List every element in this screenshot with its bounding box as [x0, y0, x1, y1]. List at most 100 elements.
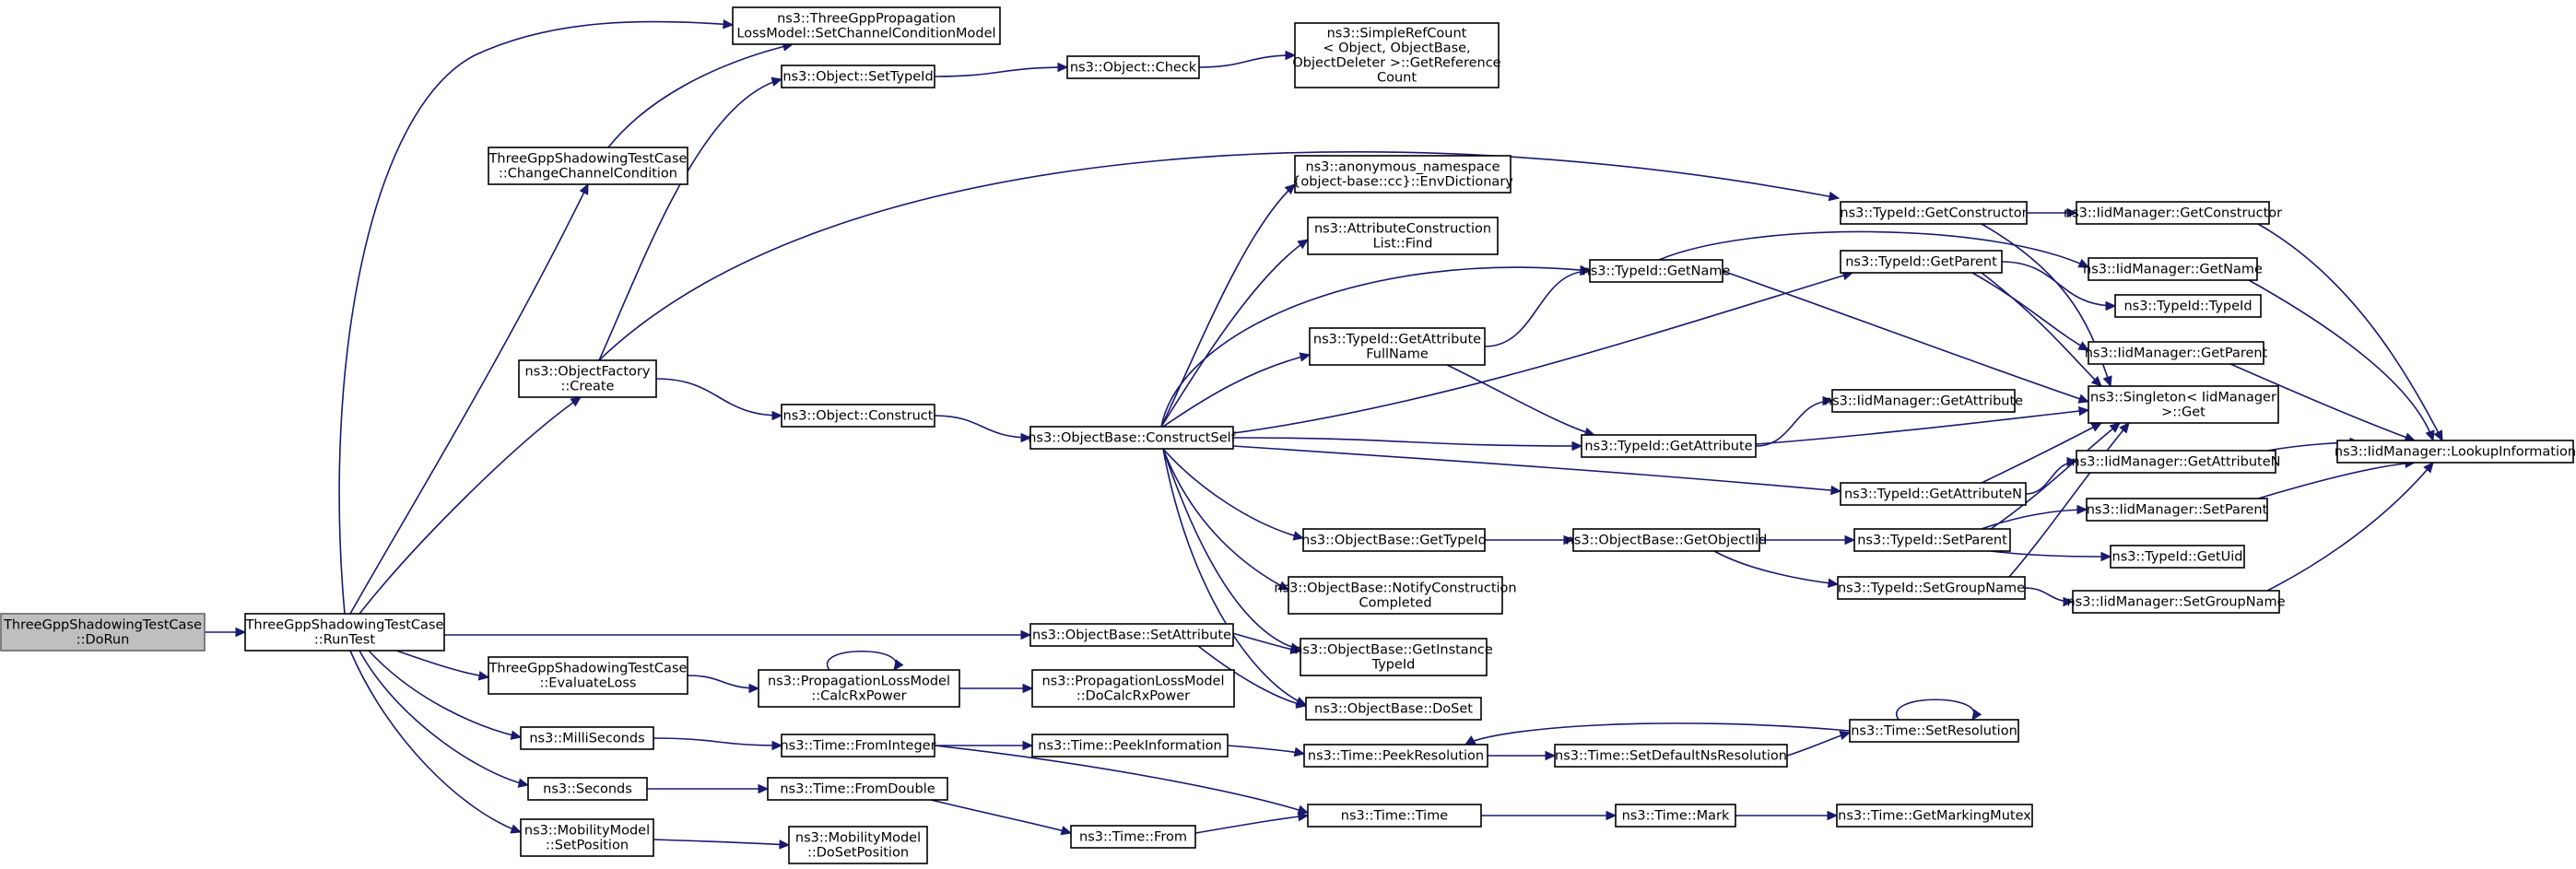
node-box	[1302, 528, 1486, 552]
node-n39[interactable]: ns3::PropagationLossModel::DoCalcRxPower	[1031, 669, 1235, 708]
edge-n3-n2	[607, 41, 794, 148]
node-n53[interactable]: ns3::MobilityModel::DoSetPosition	[788, 826, 928, 864]
node-n48[interactable]: ns3::Time::From	[1070, 825, 1196, 849]
node-n13[interactable]: ns3::ObjectBase::ConstructSelf	[1028, 426, 1237, 450]
node-n37[interactable]: ThreeGppShadowingTestCase::EvaluateLoss	[488, 656, 688, 695]
node-n2[interactable]: ns3::ThreeGppPropagationLossModel::SetCh…	[732, 6, 1001, 45]
node-n7[interactable]: ns3::SimpleRefCount< Object, ObjectBase,…	[1292, 22, 1501, 88]
node-n42[interactable]: ns3::Time::PeekInformation	[1031, 734, 1229, 757]
node-n52[interactable]: ns3::MobilityModel::SetPosition	[520, 818, 654, 857]
edge-line	[1895, 699, 1976, 721]
node-n23[interactable]: ns3::IidManager::GetAttribute	[1824, 389, 2023, 413]
edge-line	[1755, 409, 2089, 445]
node-box	[1831, 389, 2016, 413]
node-n49[interactable]: ns3::Time::Time	[1307, 804, 1482, 828]
edge-n28-n10	[1990, 422, 2121, 530]
node-n25[interactable]: ns3::IidManager::GetAttributeN	[2071, 450, 2281, 474]
node-n36[interactable]: ns3::ObjectBase::DoSet	[1305, 697, 1482, 721]
node-box	[758, 669, 960, 708]
node-label: Completed	[1359, 596, 1431, 611]
arrowhead-icon	[477, 671, 490, 681]
arrowhead-icon	[1298, 811, 1310, 822]
node-n9[interactable]: ns3::IidManager::GetConstructor	[2064, 201, 2282, 225]
edge-n13-n14	[1160, 183, 1296, 428]
node-n28[interactable]: ns3::TypeId::SetParent	[1853, 528, 2011, 552]
node-n32[interactable]: ns3::IidManager::SetGroupName	[2066, 590, 2286, 614]
node-box	[1294, 155, 1511, 194]
node-n11[interactable]: ns3::IidManager::LookupInformation	[2335, 440, 2576, 464]
edge-line	[1198, 54, 1296, 68]
node-label: ns3::AttributeConstruction	[1314, 222, 1491, 237]
node-n40[interactable]: ns3::MilliSeconds	[520, 726, 654, 750]
edge-line	[598, 151, 1840, 361]
node-label: ns3::TypeId::TypeId	[2123, 299, 2252, 314]
arrowhead-icon	[2090, 375, 2102, 387]
node-n46[interactable]: ns3::Seconds	[527, 777, 648, 801]
arrowhead-icon	[2109, 422, 2121, 433]
node-n6[interactable]: ns3::Object::Check	[1066, 55, 1200, 79]
node-n43[interactable]: ns3::Time::PeekResolution	[1303, 744, 1488, 768]
node-n20[interactable]: ns3::TypeId::TypeId	[2114, 294, 2262, 318]
node-box	[2076, 450, 2276, 474]
node-label: ns3::Time::GetMarkingMutex	[1838, 809, 2031, 824]
edge-line	[1755, 400, 1833, 447]
node-n27[interactable]: ns3::ObjectBase::GetObjectIid	[1566, 528, 1768, 552]
node-n50[interactable]: ns3::Time::Mark	[1615, 804, 1736, 828]
node-n5[interactable]: ns3::Object::SetTypeId	[781, 65, 935, 88]
node-box	[1029, 426, 1234, 450]
edge-line	[1162, 448, 1307, 706]
edge-line	[395, 650, 489, 678]
arrowhead-icon	[1022, 683, 1034, 694]
node-n51[interactable]: ns3::Time::GetMarkingMutex	[1836, 804, 2033, 828]
node-box	[1066, 55, 1200, 79]
edge-n17-n18	[1658, 230, 2090, 268]
edge-line	[2257, 223, 2443, 441]
node-label: ::CalcRxPower	[811, 689, 906, 704]
node-n19[interactable]: ns3::TypeId::GetParent	[1840, 250, 2003, 274]
node-n3[interactable]: ThreeGppShadowingTestCase::ChangeChannel…	[488, 147, 688, 185]
node-label: ThreeGppShadowingTestCase	[245, 618, 444, 633]
node-n10[interactable]: ns3::Singleton< IidManager>::Get	[2088, 385, 2279, 424]
node-n41[interactable]: ns3::Time::FromInteger	[780, 734, 936, 757]
node-n29[interactable]: ns3::IidManager::SetParent	[2086, 498, 2268, 522]
node-n4[interactable]: ns3::ObjectFactory::Create	[518, 359, 657, 398]
edge-n24-n25	[2025, 456, 2078, 495]
node-n33[interactable]: ns3::ObjectBase::NotifyConstructionCompl…	[1274, 576, 1517, 615]
node-box	[1305, 697, 1482, 721]
node-n30[interactable]: ns3::TypeId::GetUid	[2110, 545, 2245, 569]
edge-n1-n40	[368, 650, 523, 740]
node-n44[interactable]: ns3::Time::SetDefaultNsResolution	[1554, 744, 1788, 768]
edge-line	[826, 650, 898, 671]
edge-line	[1981, 223, 2111, 387]
node-label: ns3::Time::FromInteger	[780, 739, 935, 754]
node-n34[interactable]: ns3::ObjectBase::SetAttribute	[1029, 623, 1234, 647]
node-label: >::Get	[2161, 405, 2205, 420]
node-box	[781, 734, 935, 757]
node-n31[interactable]: ns3::TypeId::SetGroupName	[1837, 576, 2026, 600]
node-n38[interactable]: ns3::PropagationLossModel::CalcRxPower	[758, 669, 960, 708]
node-n17[interactable]: ns3::TypeId::GetName	[1582, 259, 1731, 283]
edge-n38-n38	[826, 650, 904, 671]
node-n12[interactable]: ns3::Object::Construct	[781, 404, 935, 428]
node-n24[interactable]: ns3::TypeId::GetAttributeN	[1840, 482, 2027, 506]
node-n47[interactable]: ns3::Time::FromDouble	[767, 777, 948, 801]
edge-n28-n29	[1981, 504, 2088, 530]
node-n26[interactable]: ns3::ObjectBase::GetTypeId	[1301, 528, 1487, 552]
node-label: ::DoRun	[76, 633, 130, 648]
node-box	[2072, 590, 2280, 614]
node-n21[interactable]: ns3::IidManager::GetParent	[2085, 341, 2268, 365]
arrowhead-icon	[1563, 534, 1575, 546]
node-n22[interactable]: ns3::TypeId::GetAttribute	[1581, 434, 1757, 458]
node-n45[interactable]: ns3::Time::SetResolution	[1849, 719, 2019, 743]
node-box	[488, 147, 688, 185]
node-n14[interactable]: ns3::anonymous_namespace{object-base::cc…	[1292, 155, 1513, 194]
node-n1[interactable]: ThreeGppShadowingTestCase::RunTest	[244, 613, 445, 652]
node-n8[interactable]: ns3::TypeId::GetConstructor	[1840, 201, 2028, 225]
node-box	[788, 826, 928, 864]
node-box	[527, 777, 648, 801]
node-box	[2076, 201, 2270, 225]
node-n18[interactable]: ns3::IidManager::GetName	[2083, 257, 2263, 281]
